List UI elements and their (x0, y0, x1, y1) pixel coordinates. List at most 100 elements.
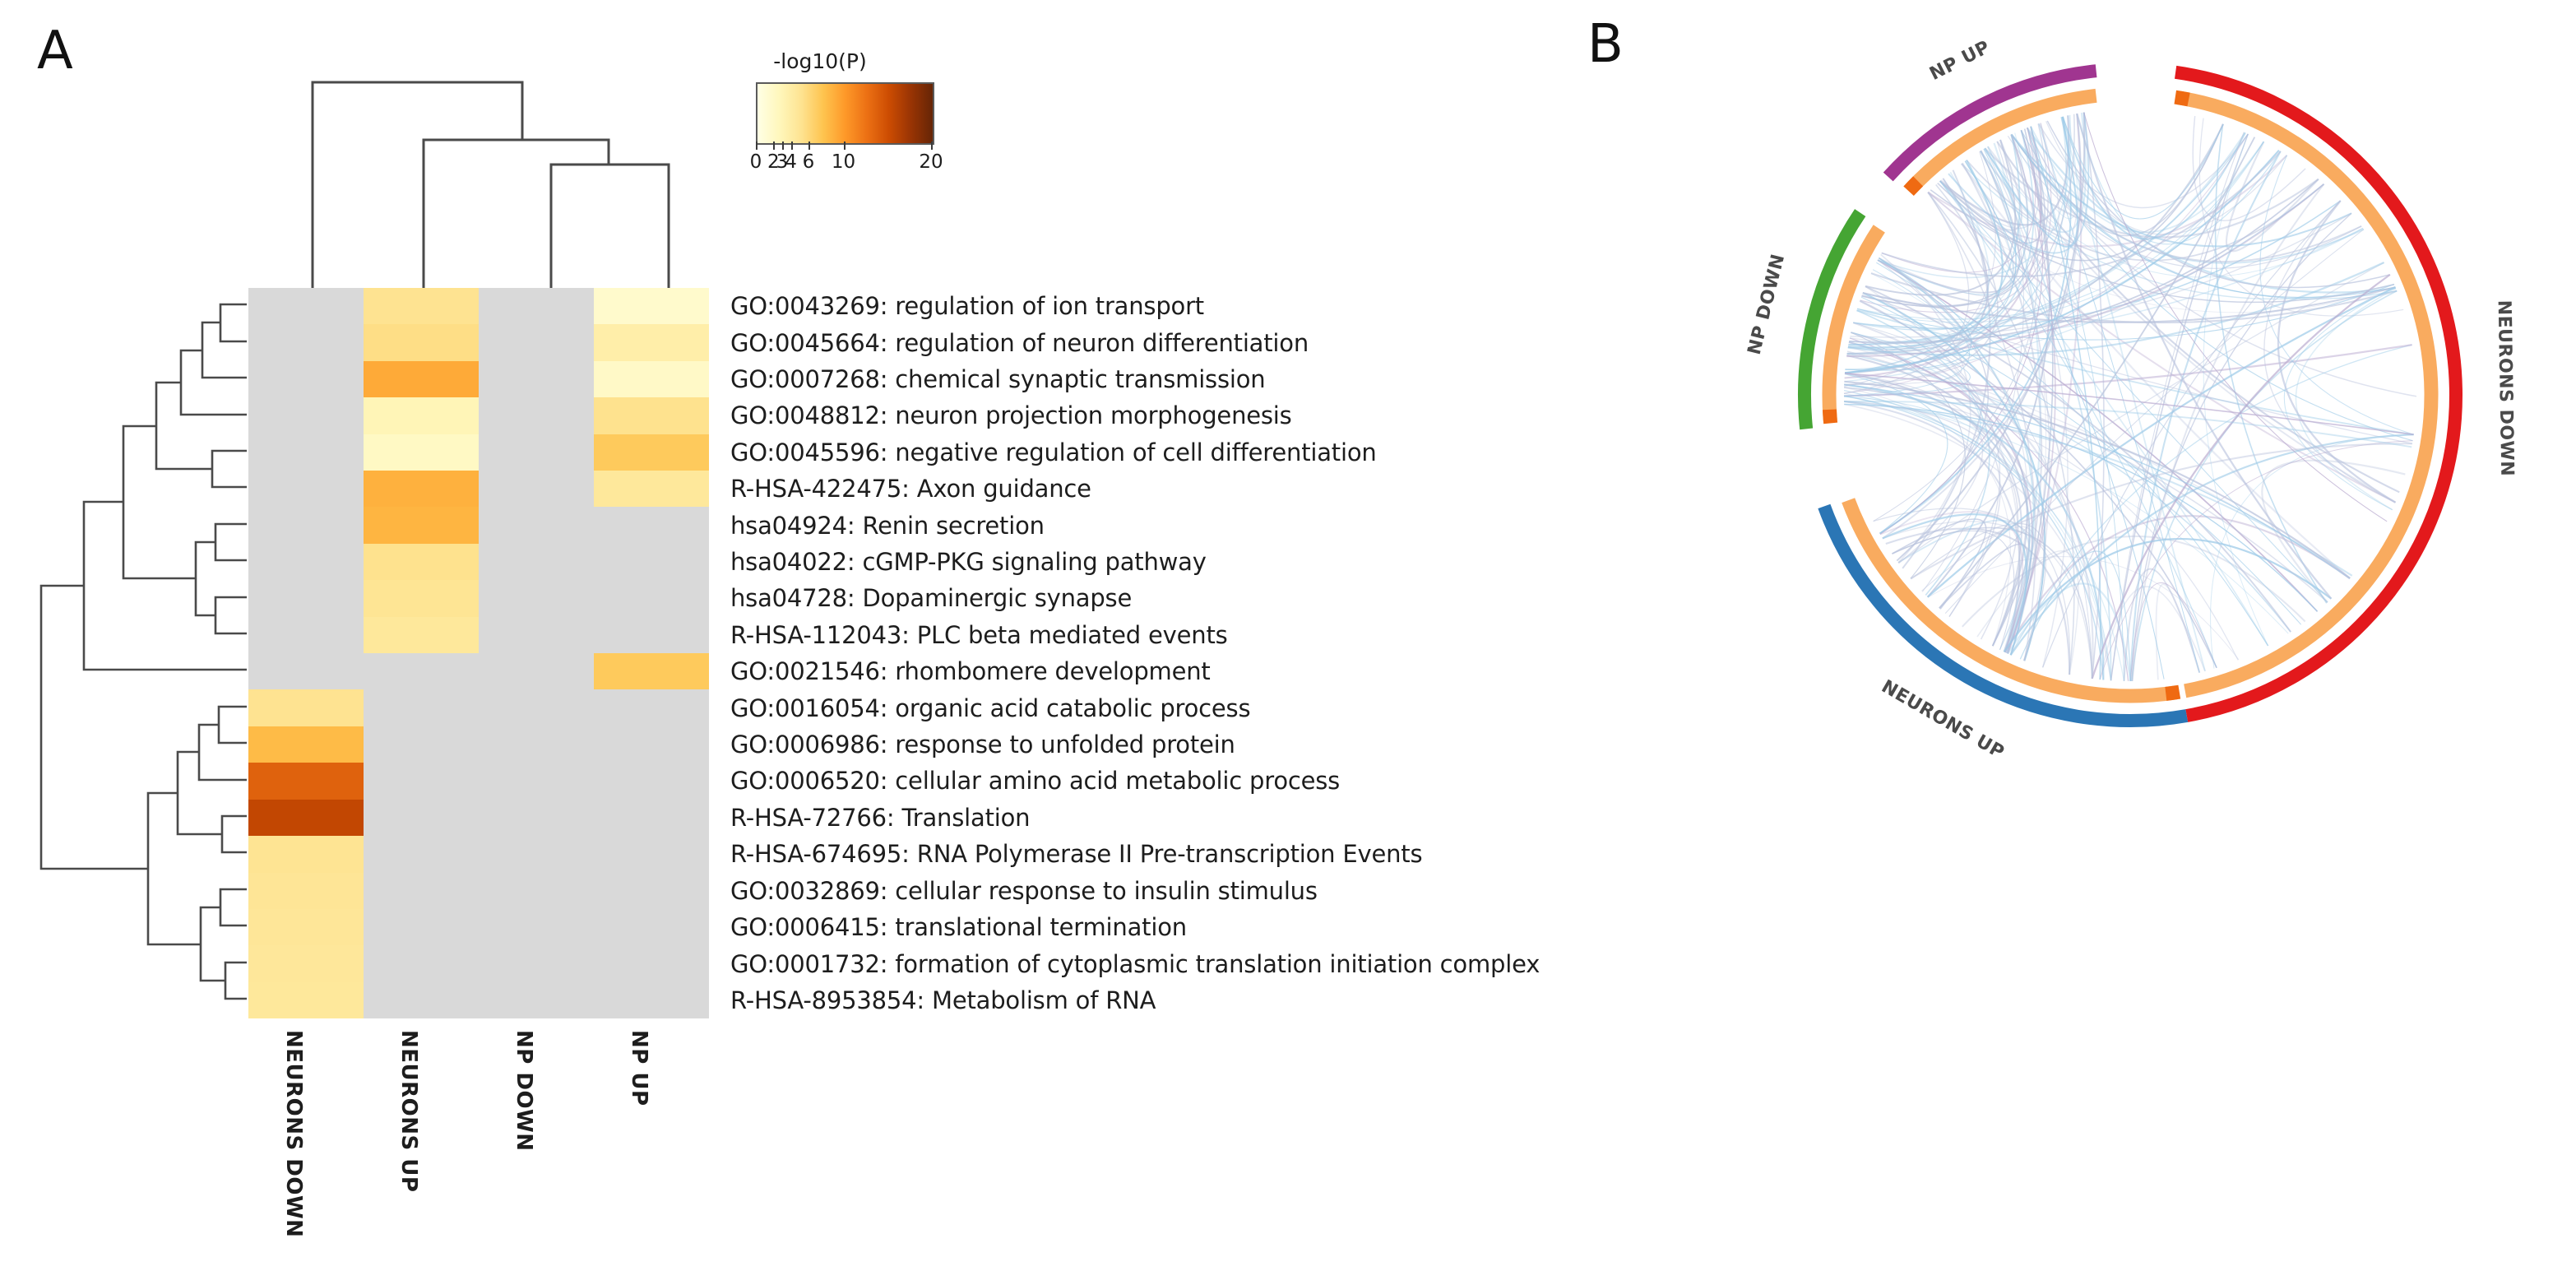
colorbar-tick (756, 141, 758, 150)
circos-link (1881, 128, 2036, 273)
circos-link (1966, 160, 2324, 262)
heatmap-cell (594, 288, 709, 325)
circos-link (2003, 538, 2333, 653)
circos-link (1873, 134, 2038, 522)
colorbar-gradient (756, 82, 934, 145)
heatmap-cell (594, 726, 709, 763)
circos-link (1910, 443, 2412, 580)
circos-link (2076, 113, 2333, 600)
heatmap-row-label: hsa04022: cGMP-PKG signaling pathway (730, 548, 1207, 577)
heatmap-cell (248, 981, 364, 1019)
circos-link (1847, 262, 2385, 356)
circos-link (1980, 123, 2059, 231)
circos-link (1987, 146, 2112, 681)
heatmap-cell (248, 908, 364, 946)
heatmap-row-label: GO:0016054: organic acid catabolic proce… (730, 693, 1251, 722)
circos-link (2062, 116, 2246, 240)
circos-link (1983, 148, 2364, 278)
circos-link (1846, 171, 1990, 355)
circos-link (1911, 522, 2046, 661)
circos-link (1927, 191, 2396, 503)
circos-link (1981, 150, 2050, 661)
circos-link (1897, 519, 2032, 653)
heatmap-cell (479, 799, 594, 837)
heatmap-cell (479, 580, 594, 617)
circos-link (1984, 116, 2078, 248)
heatmap-row-label: GO:0048812: neuron projection morphogene… (730, 401, 1292, 430)
panel-b-letter: B (1587, 14, 1624, 75)
heatmap-cell (594, 507, 709, 544)
circos-inner-arc-cap (1903, 176, 1924, 197)
heatmap-cell (248, 543, 364, 581)
circos-link (1845, 116, 2068, 370)
heatmap-cell (364, 908, 479, 946)
row-dendrogram (39, 303, 247, 1000)
heatmap-row-label: R-HSA-72766: Translation (730, 803, 1031, 832)
circos-link (1927, 191, 2036, 661)
circos-link (2295, 287, 2397, 511)
heatmap-row-label: GO:0045596: negative regulation of cell … (730, 438, 1377, 466)
circos-link (2110, 132, 2245, 681)
circos-link (1849, 337, 2129, 682)
circos-links (1843, 112, 2417, 682)
circos-link (1976, 550, 2079, 675)
circos-link (1844, 383, 2105, 680)
heatmap-cell (364, 981, 479, 1019)
heatmap-column-label: NEURONS UP (396, 1030, 421, 1193)
circos-link (1844, 134, 2021, 374)
circos-link (1843, 400, 2021, 653)
circos-inner-arc-cap (1822, 409, 1838, 424)
heatmap-cell (364, 836, 479, 873)
heatmap-cell (248, 872, 364, 909)
heatmap-cell (248, 397, 364, 434)
heatmap-cell (594, 908, 709, 946)
heatmap-cell (594, 689, 709, 726)
circos-link (2004, 515, 2351, 653)
colorbar-tick-label: 6 (802, 151, 815, 173)
heatmap-row-label: GO:0045664: regulation of neuron differe… (730, 328, 1309, 357)
heatmap-cell (594, 580, 709, 617)
circos-link (1846, 354, 2031, 652)
circos-link (1902, 169, 1991, 569)
heatmap-row-label: R-HSA-422475: Axon guidance (730, 475, 1091, 503)
circos-link (1879, 130, 2043, 535)
heatmap-cell (248, 471, 364, 508)
heatmap-row-label: GO:0006986: response to unfolded protein (730, 731, 1235, 759)
circos-link (2131, 183, 2325, 682)
heatmap-cell (479, 543, 594, 581)
circos-link (1859, 300, 2217, 669)
heatmap-cell (479, 726, 594, 763)
circos-link (2061, 116, 2206, 672)
heatmap-cell (594, 945, 709, 982)
heatmap-cell (248, 324, 364, 361)
heatmap-row-label: GO:0006520: cellular amino acid metaboli… (730, 767, 1341, 796)
heatmap-cell (479, 616, 594, 654)
colorbar-tick-label: 20 (919, 151, 943, 173)
colorbar-tick-label: 3 (776, 151, 789, 173)
circos-link (1850, 212, 2352, 338)
circos-link (1849, 227, 2364, 343)
circos-link (1860, 299, 2001, 617)
heatmap-cell (248, 288, 364, 325)
circos-link (2007, 134, 2056, 654)
circos-link (1896, 112, 2086, 562)
colorbar-tick (781, 141, 784, 150)
heatmap-cell (248, 507, 364, 544)
heatmap-column-label-wrap: NP UP (594, 1027, 709, 1257)
circos-link (1882, 513, 2028, 656)
circos-link (2155, 583, 2201, 680)
panel-a-letter: A (37, 21, 73, 81)
heatmap-column (248, 288, 364, 1019)
circos-link (1892, 518, 1987, 610)
colorbar-title: -log10(P) (773, 49, 867, 73)
circos-link (1844, 183, 2324, 383)
circos-link (1926, 286, 2396, 598)
circos-link (2123, 568, 2201, 681)
column-dendrogram (311, 81, 670, 292)
heatmap-cell (364, 616, 479, 654)
circos-link (1882, 113, 2083, 540)
heatmap-cell (479, 324, 594, 361)
heatmap-cell (364, 726, 479, 763)
